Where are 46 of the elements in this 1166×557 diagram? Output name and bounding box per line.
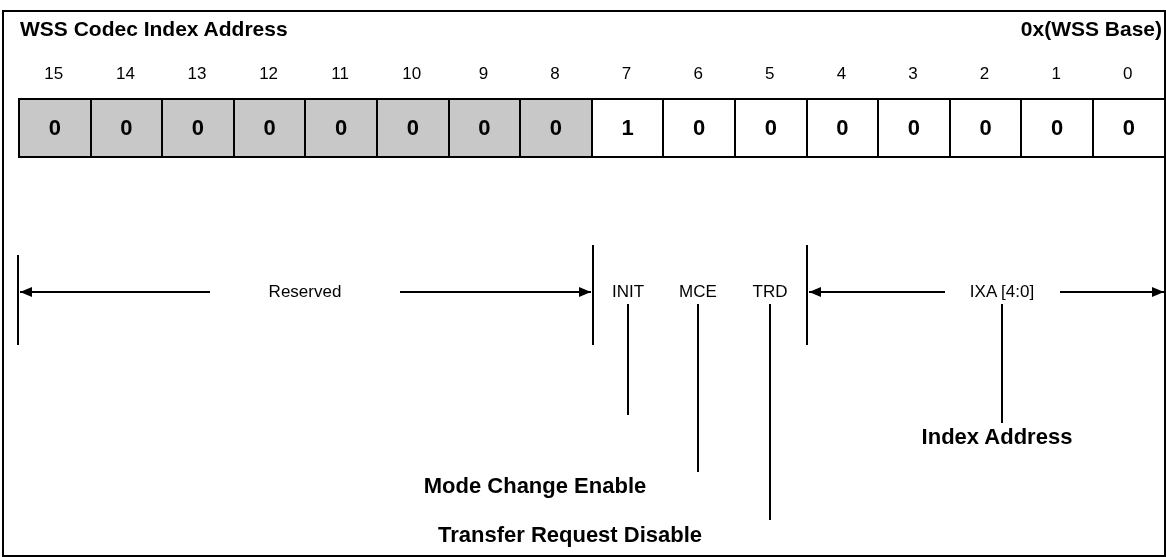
bit-cell: 0 <box>948 98 1023 158</box>
bit-number: 9 <box>477 64 490 84</box>
field-name: TRD <box>752 282 788 302</box>
bit-number: 12 <box>258 64 280 84</box>
bit-cell: 0 <box>304 98 378 158</box>
bit-number: 6 <box>692 64 704 84</box>
bit-cell: 0 <box>376 98 450 158</box>
bit-number: 1 <box>1050 64 1062 84</box>
bit-cell: 0 <box>161 98 235 158</box>
bit-number: 4 <box>835 64 848 84</box>
bit-number: 15 <box>43 64 65 84</box>
bit-cell: 0 <box>1092 98 1166 158</box>
field-name: IXA [4:0] <box>969 282 1035 302</box>
bit-cell: 0 <box>519 98 593 158</box>
register-title: WSS Codec Index Address <box>20 17 288 41</box>
field-name: MCE <box>679 282 717 302</box>
leader-line <box>1001 303 1003 424</box>
bit-cell: 0 <box>18 98 92 158</box>
bit-number: 13 <box>186 64 208 84</box>
bit-number: 0 <box>1122 64 1134 84</box>
leader-line <box>627 303 629 416</box>
bit-number: 5 <box>764 64 776 84</box>
bit-number: 2 <box>978 64 991 84</box>
leader-line <box>697 303 699 473</box>
leader-line <box>769 303 771 521</box>
field-description: Transfer Request Disable <box>437 522 703 548</box>
field-description: Index Address <box>921 424 1073 450</box>
bit-cell: 0 <box>662 98 736 158</box>
bit-cell: 0 <box>447 98 522 158</box>
bit-number: 11 <box>330 64 350 84</box>
bit-cell: 0 <box>1020 98 1094 158</box>
bit-cell: 1 <box>590 98 665 158</box>
bit-cell: 0 <box>89 98 164 158</box>
base-address-label: 0x(WSS Base) <box>1020 17 1162 41</box>
bit-cell: 0 <box>734 98 808 158</box>
bit-number: 8 <box>549 64 561 84</box>
range-label: Reserved <box>268 282 342 302</box>
bit-number: 7 <box>620 64 633 84</box>
bit-number: 14 <box>114 64 136 84</box>
bit-cell: 0 <box>805 98 880 158</box>
bit-number: 10 <box>401 64 423 84</box>
bit-number: 3 <box>907 64 919 84</box>
field-name: INIT <box>611 282 645 302</box>
field-description: Mode Change Enable <box>423 473 647 499</box>
bit-cell: 0 <box>232 98 307 158</box>
bit-cell: 0 <box>877 98 951 158</box>
